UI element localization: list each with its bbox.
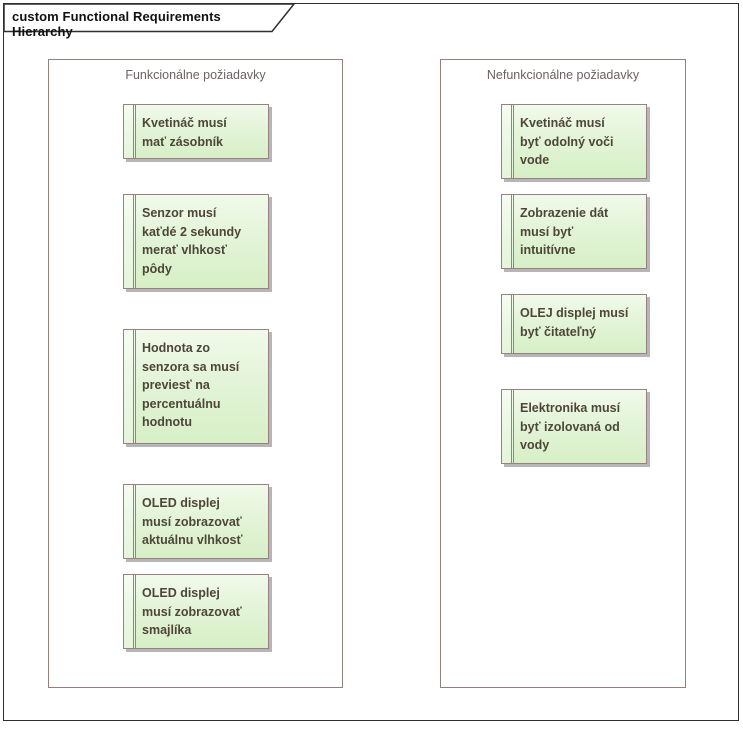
requirement-text: Kvetináč musí mať zásobník xyxy=(142,116,227,149)
requirement-node[interactable]: Senzor musí kaťdé 2 sekundy merať vlhkos… xyxy=(123,194,269,289)
requirement-text: Hodnota zo senzora sa musí previesť na p… xyxy=(142,341,240,429)
package-title: Funkcionálne požiadavky xyxy=(125,68,266,82)
requirement-text: OLEJ displej musí byť čitateľný xyxy=(520,306,629,339)
requirement-node[interactable]: Kvetináč musí byť odolný voči vode xyxy=(501,104,647,179)
requirement-side-bars-icon xyxy=(124,195,136,288)
package-nonfunctional-requirements[interactable]: Nefunkcionálne požiadavky Kvetináč musí … xyxy=(440,59,686,688)
requirement-node[interactable]: Zobrazenie dát musí byť intuitívne xyxy=(501,194,647,269)
title-tab-shape xyxy=(3,3,296,33)
diagram-frame xyxy=(3,3,739,721)
requirement-node[interactable]: OLEJ displej musí byť čitateľný xyxy=(501,294,647,354)
requirement-side-bars-icon xyxy=(124,485,136,558)
package-functional-requirements[interactable]: Funkcionálne požiadavky Kvetináč musí ma… xyxy=(48,59,343,688)
diagram-title-tab xyxy=(3,3,296,33)
requirement-side-bars-icon xyxy=(124,105,136,158)
requirement-node[interactable]: Kvetináč musí mať zásobník xyxy=(123,104,269,159)
requirement-text: Kvetináč musí byť odolný voči vode xyxy=(520,116,614,167)
diagram-title: custom Functional Requirements Hierarchy xyxy=(12,9,221,39)
requirement-text: Senzor musí kaťdé 2 sekundy merať vlhkos… xyxy=(142,206,242,276)
requirement-node[interactable]: OLED displej musí zobrazovať smajlíka xyxy=(123,574,269,649)
package-title: Nefunkcionálne požiadavky xyxy=(486,68,640,82)
requirement-node[interactable]: Elektronika musí byť izolovaná od vody xyxy=(501,389,647,464)
requirement-side-bars-icon xyxy=(502,195,514,268)
requirement-node[interactable]: OLED displej musí zobrazovať aktuálnu vl… xyxy=(123,484,269,559)
requirement-side-bars-icon xyxy=(502,295,514,353)
requirement-side-bars-icon xyxy=(124,575,136,648)
requirement-text: Zobrazenie dát musí byť intuitívne xyxy=(520,206,609,257)
requirement-side-bars-icon xyxy=(502,390,514,463)
requirement-node[interactable]: Hodnota zo senzora sa musí previesť na p… xyxy=(123,329,269,444)
requirement-text: Elektronika musí byť izolovaná od vody xyxy=(520,401,621,452)
requirement-side-bars-icon xyxy=(124,330,136,443)
requirement-text: OLED displej musí zobrazovať aktuálnu vl… xyxy=(142,496,243,547)
requirement-side-bars-icon xyxy=(502,105,514,178)
requirement-text: OLED displej musí zobrazovať smajlíka xyxy=(142,586,242,637)
